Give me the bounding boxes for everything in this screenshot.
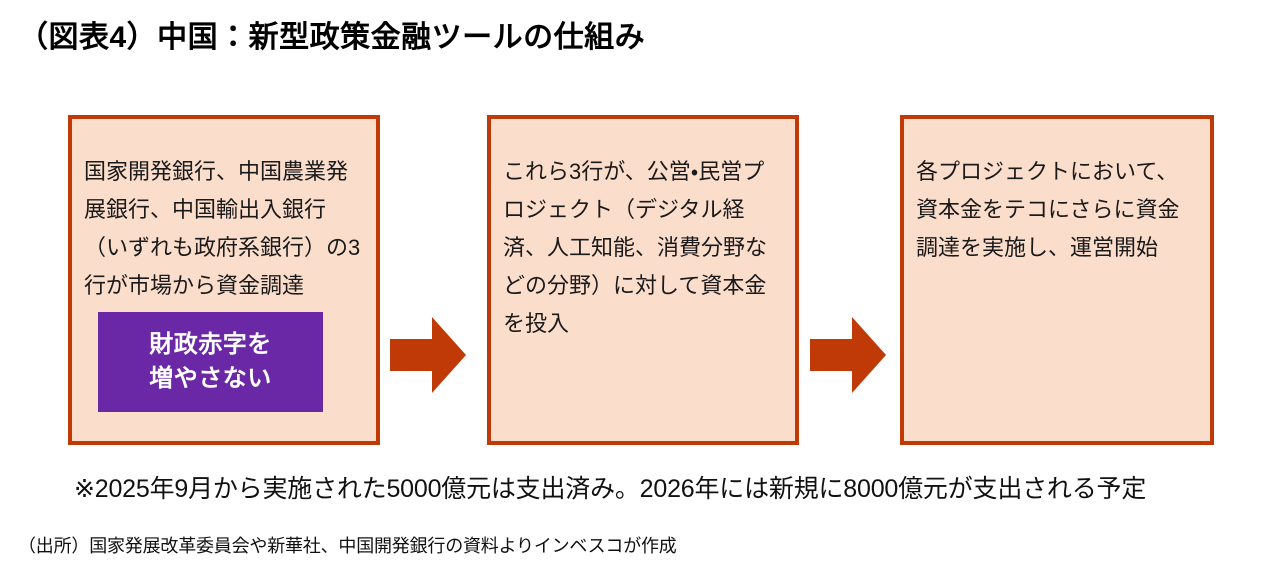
process-flow: 国家開発銀行、中国農業発展銀行、中国輸出入銀行（いずれも政府系銀行）の3行が市場… (0, 115, 1280, 445)
arrow-right-icon-1 (390, 315, 466, 395)
footnote-note: ※2025年9月から実施された5000億元は支出済み。2026年には新規に800… (74, 475, 1147, 503)
badge-line-2: 増やさない (149, 365, 272, 392)
source-note: （出所）国家発展改革委員会や新華社、中国開発銀行の資料よりインベスコが作成 (18, 536, 677, 556)
page-title: （図表4）中国：新型政策金融ツールの仕組み (18, 21, 646, 54)
flow-step-1: 国家開発銀行、中国農業発展銀行、中国輸出入銀行（いずれも政府系銀行）の3行が市場… (68, 115, 380, 445)
flow-step-2: これら3行が、公営・民営プロジェクト（デジタル経済、人工知能、消費分野などの分野… (487, 115, 799, 445)
flow-step-3: 各プロジェクトにおいて、資本金をテコにさらに資金調達を実施し、運営開始 (900, 115, 1214, 445)
fiscal-deficit-badge: 財政赤字を 増やさない (98, 312, 323, 412)
badge-line-1: 財政赤字を (149, 331, 272, 358)
flow-step-2-text: これら3行が、公営・民営プロジェクト（デジタル経済、人工知能、消費分野などの分野… (503, 159, 768, 336)
flow-step-1-text: 国家開発銀行、中国農業発展銀行、中国輸出入銀行（いずれも政府系銀行）の3行が市場… (84, 159, 361, 298)
arrow-right-icon-2 (810, 315, 886, 395)
flow-step-3-text: 各プロジェクトにおいて、資本金をテコにさらに資金調達を実施し、運営開始 (916, 159, 1180, 260)
